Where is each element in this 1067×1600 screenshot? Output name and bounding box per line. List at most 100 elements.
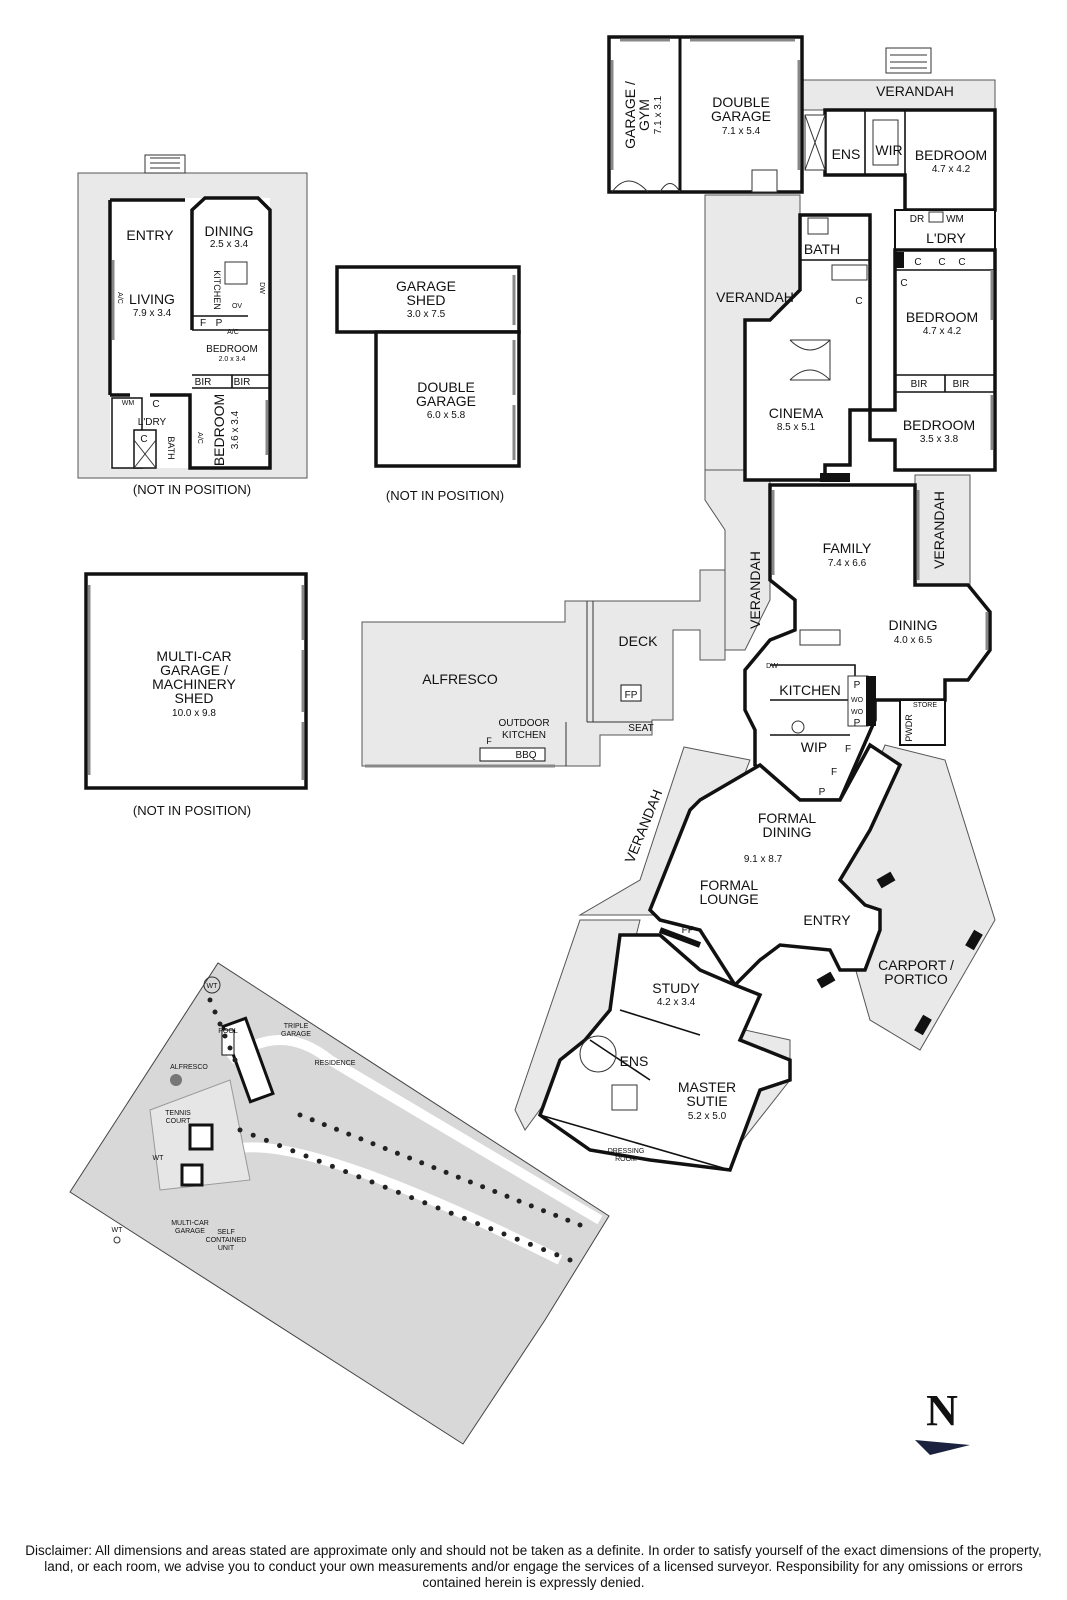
disclaimer-text: Disclaimer: All dimensions and areas sta… xyxy=(25,1543,1042,1590)
dining-main-label: DINING xyxy=(889,617,938,633)
unit-not-in-position: (NOT IN POSITION) xyxy=(133,482,251,497)
unit-bedroom1-dim: 2.0 x 3.4 xyxy=(219,356,246,363)
tree-dot xyxy=(356,1174,362,1180)
tree-dot xyxy=(334,1126,339,1132)
unit-ac3-label: A/C xyxy=(196,432,203,444)
tree-dot xyxy=(263,1137,269,1143)
tree-dot xyxy=(316,1158,322,1164)
unit-c1-label: C xyxy=(152,399,159,410)
garage-not-in-position: (NOT IN POSITION) xyxy=(386,488,504,503)
formal-lounge-l2: LOUNGE xyxy=(699,891,758,907)
tree-dot xyxy=(516,1198,522,1204)
tree-dot xyxy=(554,1252,560,1258)
verandah-mid-label: VERANDAH xyxy=(747,551,763,629)
tree-dot xyxy=(527,1241,533,1247)
outdoor-kitchen-l1: OUTDOOR xyxy=(498,718,549,729)
wo1-label: WO xyxy=(851,697,864,704)
tree-dot xyxy=(455,1174,461,1180)
dressing-l1: DRESSING xyxy=(608,1148,645,1155)
study-label: STUDY xyxy=(652,980,700,996)
north-letter: N xyxy=(926,1386,958,1435)
bedroom-low-label: BEDROOM xyxy=(903,417,975,433)
bath-main-label: BATH xyxy=(804,241,840,257)
tree-dot xyxy=(565,1217,571,1223)
site-pool: POOL xyxy=(218,1028,238,1035)
site-triple-l2: GARAGE xyxy=(281,1031,311,1038)
cinema-label: CINEMA xyxy=(769,405,824,421)
tree-dot xyxy=(422,1200,428,1206)
alfresco-f-label: F xyxy=(486,736,492,746)
unit-bir2-label: BIR xyxy=(234,377,251,388)
ens-top-label: ENS xyxy=(832,146,861,162)
mc-l1: MULTI-CAR xyxy=(156,648,231,664)
formal-dim: 9.1 x 8.7 xyxy=(744,854,783,865)
pwdr-label: PWDR xyxy=(904,714,914,742)
tree-dot xyxy=(382,1184,388,1190)
unit-bedroom1-label: BEDROOM xyxy=(206,344,258,355)
c-c-label: C xyxy=(958,257,965,268)
gym-l2: GYM xyxy=(636,99,652,131)
bedroom-mid-label: BEDROOM xyxy=(906,309,978,325)
site-multi-l1: MULTI-CAR xyxy=(171,1220,209,1227)
verandah-sw-area xyxy=(578,746,751,916)
site-self-l3: UNIT xyxy=(218,1245,235,1252)
mc-l4: SHED xyxy=(175,690,214,706)
family-dining-walls xyxy=(743,483,992,802)
bir-b-label: BIR xyxy=(953,379,970,390)
formal-walls xyxy=(647,742,903,988)
alfresco-deck-block: ALFRESCO DECK FP SEAT OUTDOOR KITCHEN BB… xyxy=(361,569,726,768)
mc-not-in-position: (NOT IN POSITION) xyxy=(133,803,251,818)
formal-lounge-l1: FORMAL xyxy=(700,877,759,893)
dg-dim: 7.1 x 5.4 xyxy=(722,126,761,137)
tree-dot xyxy=(431,1165,437,1171)
wo2-label: WO xyxy=(851,709,864,716)
tree-dot xyxy=(492,1189,498,1194)
tree-dot xyxy=(382,1146,388,1151)
bedroom-low-dim: 3.5 x 3.8 xyxy=(920,434,959,445)
unit-p-label: P xyxy=(216,318,223,329)
garage-shed-dim: 3.0 x 7.5 xyxy=(407,309,446,320)
tree-dot xyxy=(346,1131,352,1137)
master-l2: SUTIE xyxy=(686,1093,727,1109)
garage-shed-l2: SHED xyxy=(407,292,446,308)
multi-car-outline xyxy=(84,572,308,790)
tree-dot xyxy=(501,1231,507,1237)
dressing-l2: ROOM xyxy=(615,1156,637,1163)
tree-dot xyxy=(395,1189,401,1195)
site-alfresco: ALFRESCO xyxy=(170,1064,208,1071)
unit-bedroom2-dim: 3.6 x 3.4 xyxy=(230,410,241,449)
unit-ldry-label: L'DRY xyxy=(138,417,167,428)
tree-dot xyxy=(467,1179,473,1185)
tree-dot xyxy=(394,1150,400,1156)
tree-dot xyxy=(504,1193,510,1199)
tree-dot xyxy=(370,1141,376,1147)
tree-dot xyxy=(290,1148,296,1154)
master-wing-walls xyxy=(537,933,792,1172)
tree-dot xyxy=(488,1226,494,1232)
unit-bedroom2-label: BEDROOM xyxy=(211,394,227,466)
dw-main-label: DW xyxy=(766,663,778,670)
entry-main-label: ENTRY xyxy=(803,912,851,928)
tree-dot xyxy=(303,1153,309,1159)
dg2-dim: 6.0 x 5.8 xyxy=(427,410,466,421)
c-d-label: C xyxy=(900,278,907,289)
tree-dot xyxy=(514,1236,520,1242)
site-boundary xyxy=(69,962,610,1445)
bedroom-top-label: BEDROOM xyxy=(915,147,987,163)
site-tennis-l2: COURT xyxy=(166,1118,191,1125)
wm-main-label: WM xyxy=(946,214,964,225)
north-compass: N xyxy=(915,1386,970,1455)
unit-ac2-label: A/C xyxy=(227,329,239,336)
site-self-l1: SELF xyxy=(217,1229,235,1236)
wir-label: WIR xyxy=(875,142,902,158)
tree-dot xyxy=(250,1132,256,1138)
tree-dot xyxy=(577,1222,583,1228)
tree-dot xyxy=(309,1117,315,1123)
tree-dot xyxy=(553,1212,559,1218)
tree-dot xyxy=(212,1009,218,1015)
dg2-l1: DOUBLE xyxy=(417,379,475,395)
study-dim: 4.2 x 3.4 xyxy=(657,997,696,1008)
tree-dot xyxy=(217,1021,223,1027)
unit-ov-label: OV xyxy=(232,303,242,310)
